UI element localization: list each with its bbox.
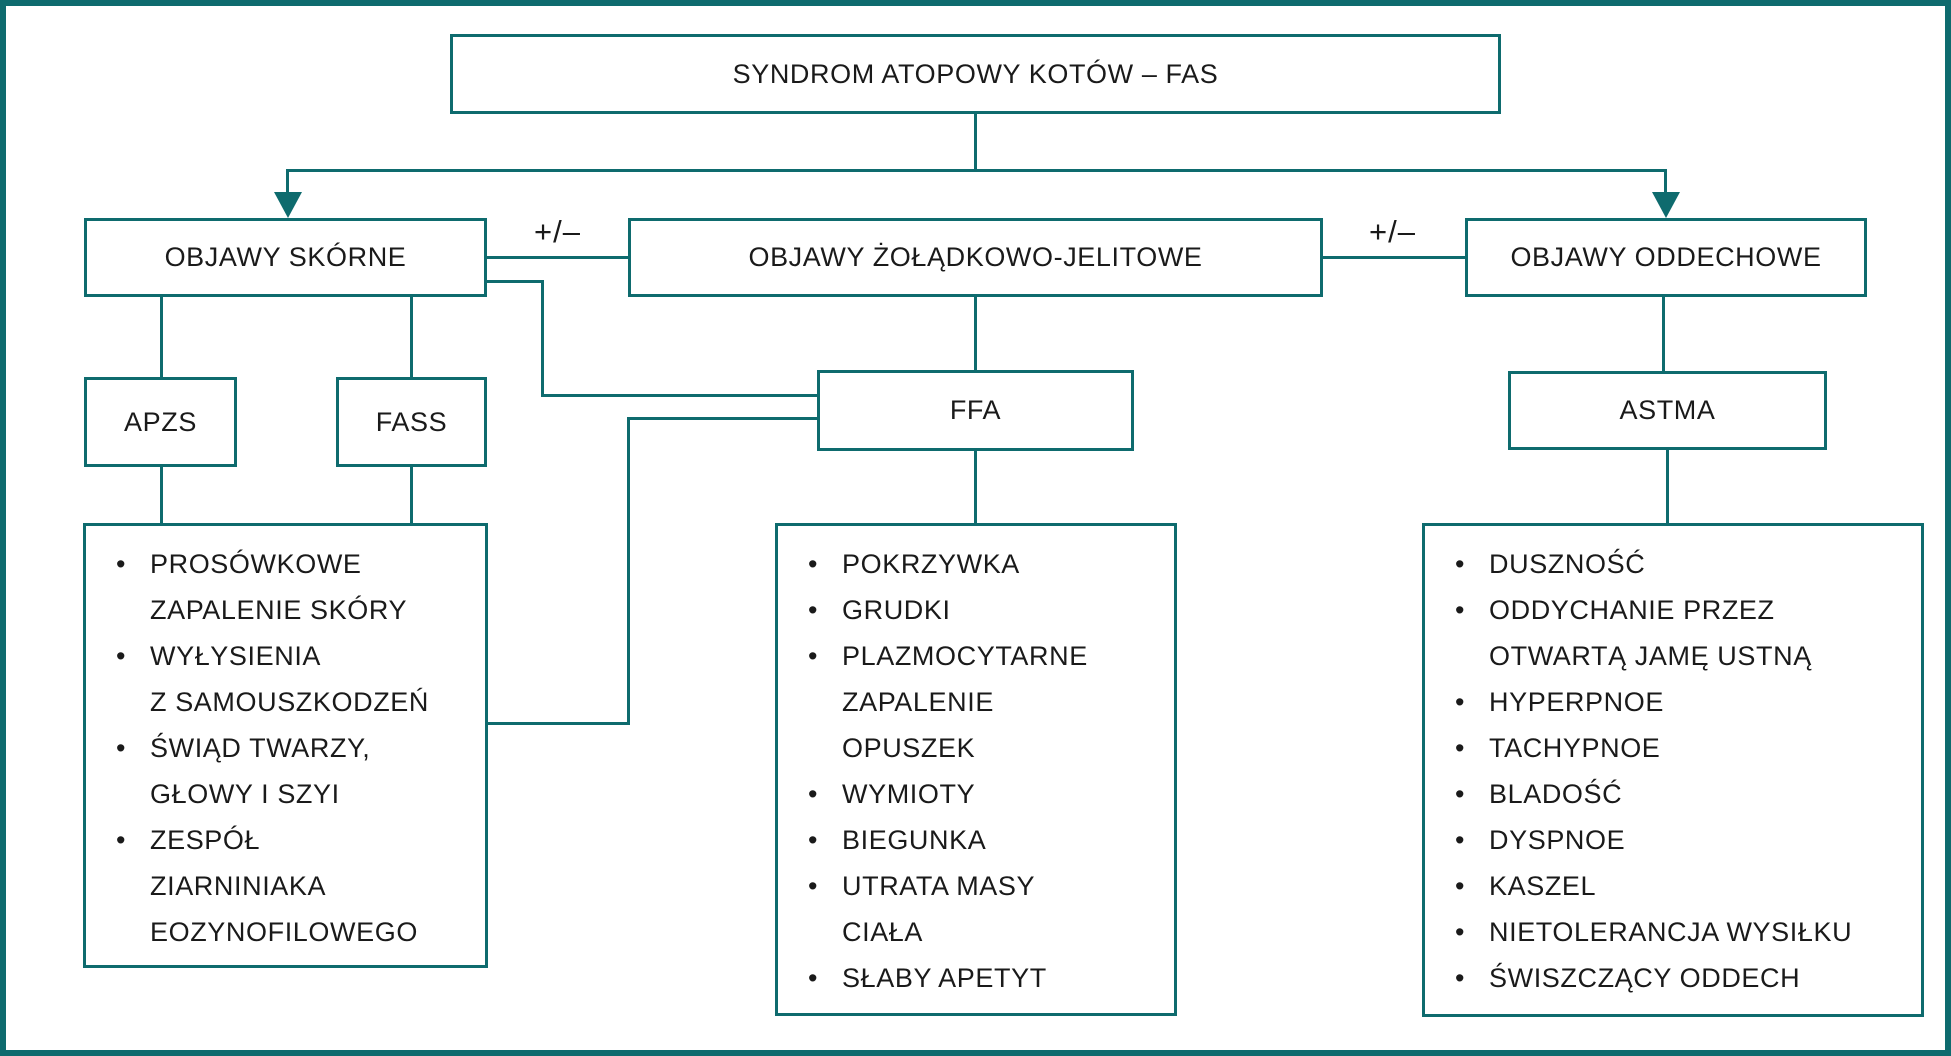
node-apzs-label: APZS	[124, 406, 197, 437]
list-item: BIEGUNKA	[778, 817, 1156, 863]
node-skin-symptoms: OBJAWY SKÓRNE	[84, 218, 487, 297]
node-ffa-label: FFA	[949, 395, 1002, 425]
respiratory-symptom-list: DUSZNOŚĆODDYCHANIE PRZEZ OTWARTĄ JAMĘ US…	[1425, 541, 1903, 1001]
list-item: WYMIOTY	[778, 771, 1156, 817]
list-item: DUSZNOŚĆ	[1425, 541, 1903, 587]
list-item: POKRZYWKA	[778, 541, 1156, 587]
list-item: PLAZMOCYTARNE ZAPALENIE OPUSZEK	[778, 633, 1156, 771]
node-gastro-symptoms: OBJAWY ŻOŁĄDKOWO-JELITOWE	[628, 218, 1323, 297]
plus-minus-label-right: +/–	[1369, 214, 1416, 249]
list-item: DYSPNOE	[1425, 817, 1903, 863]
gastro-symptom-list: POKRZYWKAGRUDKIPLAZMOCYTARNE ZAPALENIE O…	[778, 541, 1156, 1001]
list-item: WYŁYSIENIA Z SAMOUSZKODZEŃ	[86, 633, 467, 725]
list-item: ŚWIĄD TWARZY, GŁOWY I SZYI	[86, 725, 467, 817]
connector-gastro-ffa	[974, 296, 977, 371]
node-fass: FASS	[336, 377, 487, 467]
connector-ffa-skinlist-seg1	[628, 417, 817, 420]
node-gastro-symptoms-label: OBJAWY ŻOŁĄDKOWO-JELITOWE	[748, 242, 1203, 272]
node-fass-label: FASS	[375, 406, 448, 437]
connector-fass-skinlist	[410, 466, 413, 524]
connector-astma-respiratorylist	[1666, 449, 1669, 524]
connector-skin-ffa-seg3	[541, 394, 817, 397]
list-item: ŚWISZCZĄCY ODDECH	[1425, 955, 1903, 1001]
node-ffa: FFA	[817, 370, 1134, 451]
node-respiratory-symptoms: OBJAWY ODDECHOWE	[1465, 218, 1867, 297]
connector-skin-fass	[410, 296, 413, 378]
connector-ffa-gastrolist	[974, 450, 977, 524]
node-astma-label: ASTMA	[1619, 395, 1716, 425]
connector-ffa-skinlist-seg2	[627, 417, 630, 725]
skin-symptom-list-box: PROSÓWKOWE ZAPALENIE SKÓRYWYŁYSIENIA Z S…	[83, 523, 488, 968]
connector-distribution-line	[286, 169, 1667, 172]
list-item: PROSÓWKOWE ZAPALENIE SKÓRY	[86, 541, 467, 633]
respiratory-symptom-list-box: DUSZNOŚĆODDYCHANIE PRZEZ OTWARTĄ JAMĘ US…	[1422, 523, 1924, 1017]
gastro-symptom-list-box: POKRZYWKAGRUDKIPLAZMOCYTARNE ZAPALENIE O…	[775, 523, 1177, 1016]
plus-minus-label-left: +/–	[534, 214, 581, 249]
connector-right-drop	[1664, 169, 1667, 197]
list-item: NIETOLERANCJA WYSIŁKU	[1425, 909, 1903, 955]
node-skin-symptoms-label: OBJAWY SKÓRNE	[164, 242, 407, 272]
node-title: SYNDROM ATOPOWY KOTÓW – FAS	[450, 34, 1501, 114]
list-item: HYPERPNOE	[1425, 679, 1903, 725]
connector-skin-apzs	[160, 296, 163, 378]
list-item: UTRATA MASY CIAŁA	[778, 863, 1156, 955]
list-item: GRUDKI	[778, 587, 1156, 633]
connector-apzs-skinlist	[160, 466, 163, 524]
connector-left-drop	[286, 169, 289, 197]
node-title-label: SYNDROM ATOPOWY KOTÓW – FAS	[732, 58, 1219, 89]
list-item: TACHYPNOE	[1425, 725, 1903, 771]
list-item: ZESPÓŁ ZIARNINIAKA EOZYNOFILOWEGO	[86, 817, 467, 955]
list-item: KASZEL	[1425, 863, 1903, 909]
connector-title-stem	[974, 113, 977, 172]
connector-respiratory-astma	[1662, 296, 1665, 372]
arrow-down-icon	[1652, 192, 1680, 218]
connector-skin-gastro	[487, 256, 628, 259]
connector-ffa-skinlist-seg3	[488, 722, 630, 725]
list-item: SŁABY APETYT	[778, 955, 1156, 1001]
node-respiratory-symptoms-label: OBJAWY ODDECHOWE	[1510, 242, 1822, 272]
connector-skin-ffa-seg2	[541, 280, 544, 397]
node-astma: ASTMA	[1508, 371, 1827, 450]
connector-gastro-respiratory	[1323, 256, 1465, 259]
skin-symptom-list: PROSÓWKOWE ZAPALENIE SKÓRYWYŁYSIENIA Z S…	[86, 541, 467, 955]
list-item: ODDYCHANIE PRZEZ OTWARTĄ JAMĘ USTNĄ	[1425, 587, 1903, 679]
arrow-down-icon	[274, 192, 302, 218]
node-apzs: APZS	[84, 377, 237, 467]
connector-skin-ffa-seg1	[487, 280, 544, 283]
list-item: BLADOŚĆ	[1425, 771, 1903, 817]
